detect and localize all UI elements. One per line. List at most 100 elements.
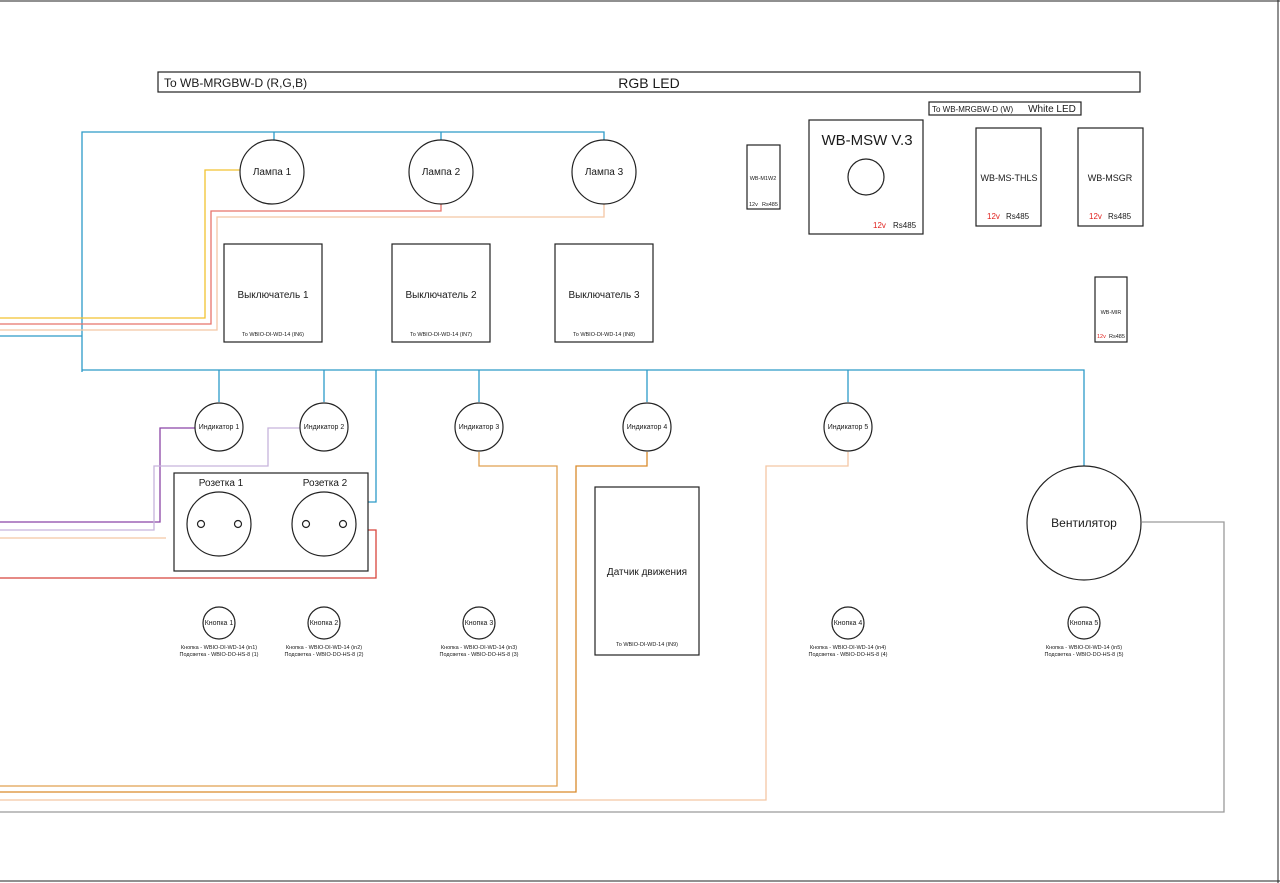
socket-1-label: Розетка 1	[199, 478, 244, 489]
motion-sensor-label: Датчик движения	[607, 567, 687, 578]
button-2-circle	[307, 606, 341, 640]
socket-2-label: Розетка 2	[303, 478, 348, 489]
module-msgr: WB-MSGR 12v Rs485	[1077, 127, 1144, 227]
module-mir-power: 12v	[1097, 334, 1106, 340]
module-thls-bus: Rs485	[1006, 212, 1030, 221]
indicator-2-label: Индикатор 2	[304, 424, 345, 431]
socket-2-outlet	[291, 491, 357, 557]
wire-red-lamp2	[0, 204, 442, 325]
indicator-5: Индикатор 5	[823, 402, 873, 452]
indicator-2: Индикатор 2	[299, 402, 349, 452]
button-1-line2: Подсветка - WBIO-DO-HS-8 (1)	[180, 652, 259, 658]
button-3-label: Кнопка 3	[465, 620, 494, 627]
module-m1w2-box	[746, 144, 781, 210]
module-m1w2: WB-M1W2 12v Rs485	[746, 144, 781, 210]
indicator-3-label: Индикатор 3	[459, 424, 500, 431]
lamp-2-circle	[408, 139, 474, 205]
indicator-3-circle	[454, 402, 504, 452]
socket-block: Розетка 1 Розетка 2	[173, 472, 369, 572]
white-led-banner: To WB-MRGBW-D (W) White LED	[928, 101, 1082, 116]
module-thls: WB-MS-THLS 12v Rs485	[975, 127, 1042, 227]
module-msw-power: 12v	[873, 221, 886, 230]
button-1-line1: Кнопка - WBIO-DI-WD-14 (in1)	[181, 645, 257, 651]
switch-1-note: To WBIO-DI-WD-14 (IN6)	[242, 332, 304, 338]
button-5-line2: Подсветка - WBIO-DO-HS-8 (5)	[1045, 652, 1124, 658]
wires	[0, 131, 1225, 813]
switch-2-box	[391, 243, 491, 343]
wire-gray-fan	[0, 521, 1225, 813]
motion-sensor-note: To WBIO-DI-WD-14 (IN9)	[616, 642, 678, 648]
module-thls-box	[975, 127, 1042, 227]
wire-peach-lamp3	[0, 204, 605, 331]
rgb-led-target: To WB-MRGBW-D (R,G,B)	[164, 76, 307, 90]
button-2-line1: Кнопка - WBIO-DI-WD-14 (in2)	[286, 645, 362, 651]
button-5-label: Кнопка 5	[1070, 620, 1099, 627]
button-4-circle	[831, 606, 865, 640]
module-msgr-box	[1077, 127, 1144, 227]
module-msw-sensor	[847, 158, 885, 196]
module-thls-name: WB-MS-THLS	[981, 173, 1038, 183]
wire-purple-ind1	[0, 427, 195, 523]
button-2: Кнопка 2 Кнопка - WBIO-DI-WD-14 (in2) По…	[285, 606, 364, 658]
socket-2-pin-left	[301, 519, 311, 529]
module-msgr-name: WB-MSGR	[1088, 173, 1133, 183]
rgb-led-title: RGB LED	[618, 75, 679, 91]
indicator-2-circle	[299, 402, 349, 452]
button-5: Кнопка 5 Кнопка - WBIO-DI-WD-14 (in5) По…	[1045, 606, 1124, 658]
module-mir-box	[1094, 276, 1128, 343]
button-5-line1: Кнопка - WBIO-DI-WD-14 (in5)	[1046, 645, 1122, 651]
indicator-1: Индикатор 1	[194, 402, 244, 452]
module-mir-bus: Rs485	[1109, 334, 1125, 340]
lamp-3-circle	[571, 139, 637, 205]
module-msgr-bus: Rs485	[1108, 212, 1132, 221]
indicator-4-circle	[622, 402, 672, 452]
switch-3: Выключатель 3 To WBIO-DI-WD-14 (IN8)	[554, 243, 654, 343]
module-msw-name: WB-MSW V.3	[821, 132, 912, 149]
wire-yellow-lamp1	[0, 169, 240, 319]
socket-2-pin-right	[338, 519, 348, 529]
fan-label: Вентилятор	[1051, 516, 1117, 530]
wire-orange-ind4	[0, 452, 648, 793]
indicator-1-label: Индикатор 1	[199, 424, 240, 431]
switch-1-box	[223, 243, 323, 343]
socket-1-pin-left	[196, 519, 206, 529]
white-led-frame	[928, 101, 1082, 116]
button-2-line2: Подсветка - WBIO-DO-HS-8 (2)	[285, 652, 364, 658]
button-3-line2: Подсветка - WBIO-DO-HS-8 (3)	[440, 652, 519, 658]
switch-2: Выключатель 2 To WBIO-DI-WD-14 (IN7)	[391, 243, 491, 343]
white-led-target: To WB-MRGBW-D (W)	[932, 105, 1014, 114]
switch-1: Выключатель 1 To WBIO-DI-WD-14 (IN6)	[223, 243, 323, 343]
motion-sensor-box	[594, 486, 700, 656]
indicator-1-circle	[194, 402, 244, 452]
lamp-3-label: Лампа 3	[585, 167, 624, 178]
module-msgr-power: 12v	[1089, 212, 1102, 221]
switch-2-note: To WBIO-DI-WD-14 (IN7)	[410, 332, 472, 338]
button-1: Кнопка 1 Кнопка - WBIO-DI-WD-14 (in1) По…	[180, 606, 259, 658]
wire-lilac-ind2	[0, 427, 300, 531]
rgb-led-banner: To WB-MRGBW-D (R,G,B) RGB LED	[157, 71, 1141, 93]
wire-blue-socket	[368, 370, 377, 503]
wire-red-socket	[0, 529, 377, 579]
lamp-1: Лампа 1	[239, 139, 305, 205]
wire-orange-ind3	[0, 452, 558, 787]
wire-blue-top	[81, 131, 605, 372]
switch-3-box	[554, 243, 654, 343]
button-3: Кнопка 3 Кнопка - WBIO-DI-WD-14 (in3) По…	[440, 606, 519, 658]
wire-peach-ind5	[0, 452, 849, 801]
button-2-label: Кнопка 2	[310, 620, 339, 627]
motion-sensor: Датчик движения To WBIO-DI-WD-14 (IN9)	[594, 486, 700, 656]
fan: Вентилятор	[1026, 465, 1142, 581]
lamp-2: Лампа 2	[408, 139, 474, 205]
module-m1w2-power: 12v	[749, 202, 758, 208]
button-1-circle	[202, 606, 236, 640]
lamp-2-label: Лампа 2	[422, 167, 461, 178]
button-3-circle	[462, 606, 496, 640]
button-4-line2: Подсветка - WBIO-DO-HS-8 (4)	[809, 652, 888, 658]
socket-1-outlet	[186, 491, 252, 557]
indicator-4-label: Индикатор 4	[627, 424, 668, 431]
button-4-line1: Кнопка - WBIO-DI-WD-14 (in4)	[810, 645, 886, 651]
lamp-1-circle	[239, 139, 305, 205]
module-msw: WB-MSW V.3 12v Rs485	[808, 119, 924, 235]
indicator-4: Индикатор 4	[622, 402, 672, 452]
